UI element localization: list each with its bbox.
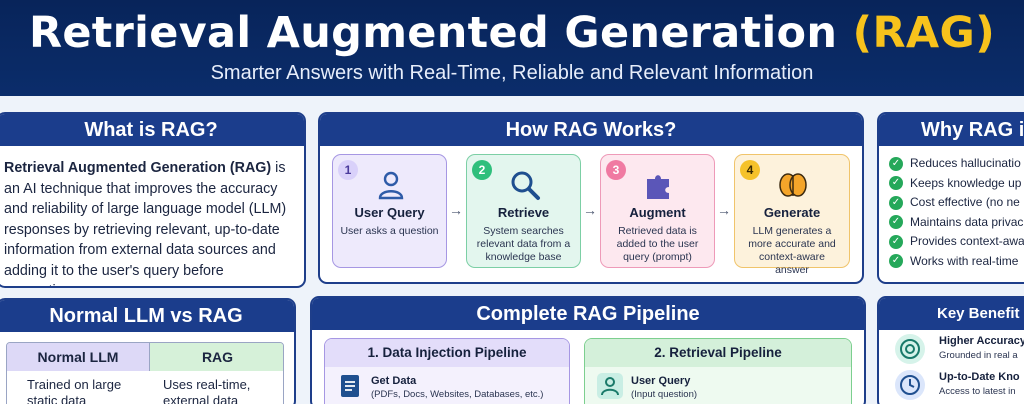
arrow-icon: → bbox=[717, 202, 731, 218]
puzzle-icon bbox=[647, 175, 669, 199]
arrow-icon: → bbox=[449, 202, 463, 218]
clock-icon bbox=[895, 370, 925, 400]
title-accent: (RAG) bbox=[852, 8, 996, 58]
target-icon bbox=[895, 334, 925, 364]
how-rag-works-card: How RAG Works? 1 User Query User asks a … bbox=[318, 112, 864, 284]
rag-pipeline-card: Complete RAG Pipeline 1. Data Injection … bbox=[310, 296, 866, 404]
get-data-sub: (PDFs, Docs, Websites, Databases, etc.) bbox=[371, 389, 544, 400]
magnifier-icon bbox=[511, 171, 540, 200]
check-icon: ✓ bbox=[889, 215, 903, 230]
step-generate: 4 Generate LLM generates a more accurate… bbox=[734, 154, 850, 276]
benefit-item: Up-to-Date Kno Access to latest in bbox=[891, 370, 1024, 404]
key-benefits-title: Key Benefit bbox=[879, 298, 1024, 330]
benefit-title: Up-to-Date Kno bbox=[939, 371, 1020, 383]
list-item: ✓Cost effective (no ne bbox=[889, 193, 1024, 213]
what-is-rag-title: What is RAG? bbox=[0, 114, 304, 146]
what-is-rag-text: Retrieval Augmented Generation (RAG) is … bbox=[0, 146, 304, 286]
step-title: Generate bbox=[763, 205, 821, 220]
step-user-query: 1 User Query User asks a question bbox=[332, 154, 447, 268]
rag-steps: 1 User Query User asks a question → 2 Re… bbox=[332, 154, 852, 276]
document-icon bbox=[341, 375, 359, 397]
normal-vs-rag-title: Normal LLM vs RAG bbox=[0, 300, 294, 332]
why-rag-title: Why RAG is bbox=[879, 114, 1024, 146]
why-rag-card: Why RAG is ✓Reduces hallucinatio ✓Keeps … bbox=[877, 112, 1024, 284]
step-desc: LLM generates a more accurate and contex… bbox=[748, 225, 836, 276]
benefit-sub: Access to latest in bbox=[939, 386, 1016, 397]
check-icon: ✓ bbox=[889, 254, 903, 269]
page-title: Retrieval Augmented Generation (RAG) bbox=[0, 8, 1024, 58]
rag-term: Retrieval Augmented Generation (RAG) bbox=[4, 160, 272, 176]
retrieval-title: 2. Retrieval Pipeline bbox=[585, 339, 851, 367]
why-rag-list: ✓Reduces hallucinatio ✓Keeps knowledge u… bbox=[879, 146, 1024, 271]
list-item: ✓Maintains data privac bbox=[889, 213, 1024, 233]
user-query-sub: (Input question) bbox=[631, 389, 698, 400]
benefit-title: Higher Accuracy bbox=[939, 335, 1024, 347]
check-icon: ✓ bbox=[889, 176, 903, 191]
list-item: ✓Keeps knowledge up bbox=[889, 174, 1024, 194]
check-icon: ✓ bbox=[889, 234, 903, 249]
step-title: Augment bbox=[629, 205, 686, 220]
get-data-title: Get Data bbox=[371, 375, 417, 387]
step-number: 4 bbox=[740, 160, 760, 180]
benefit-sub: Grounded in real a bbox=[939, 350, 1018, 361]
step-retrieve: 2 Retrieve System searches relevant data… bbox=[466, 154, 581, 268]
page-header: Retrieval Augmented Generation (RAG) Sma… bbox=[0, 0, 1024, 96]
title-main: Retrieval Augmented Generation bbox=[28, 8, 838, 58]
arrow-icon: → bbox=[583, 202, 597, 218]
page-subtitle: Smarter Answers with Real-Time, Reliable… bbox=[210, 62, 814, 84]
retrieval-pipeline: 2. Retrieval Pipeline User Query (Input … bbox=[584, 338, 852, 404]
data-injection-pipeline: 1. Data Injection Pipeline Get Data (PDF… bbox=[324, 338, 570, 404]
step-title: Retrieve bbox=[497, 205, 550, 220]
list-item: ✓Works with real-time bbox=[889, 252, 1024, 272]
check-icon: ✓ bbox=[889, 195, 903, 210]
list-item: ✓Reduces hallucinatio bbox=[889, 154, 1024, 174]
step-number: 2 bbox=[472, 160, 492, 180]
step-title: User Query bbox=[354, 205, 425, 220]
step-desc: System searches relevant data from a kno… bbox=[476, 225, 571, 263]
key-benefits-card: Key Benefit Higher Accuracy Grounded in … bbox=[877, 296, 1024, 404]
step-desc: User asks a question bbox=[340, 225, 439, 237]
rag-pipeline-title: Complete RAG Pipeline bbox=[312, 298, 864, 330]
list-item: ✓Provides context-awa bbox=[889, 232, 1024, 252]
how-rag-works-title: How RAG Works? bbox=[320, 114, 862, 146]
col-header-normal: Normal LLM bbox=[7, 343, 149, 371]
col-header-rag: RAG bbox=[149, 343, 283, 371]
step-augment: 3 Augment Retrieved data is added to the… bbox=[600, 154, 715, 268]
user-icon bbox=[597, 373, 623, 399]
what-is-rag-card: What is RAG? Retrieval Augmented Generat… bbox=[0, 112, 306, 288]
user-icon bbox=[378, 171, 404, 200]
comparison-table: Normal LLM RAG Trained on large static d… bbox=[6, 342, 284, 404]
user-query-title: User Query bbox=[631, 375, 691, 387]
rag-definition: is an AI technique that improves the acc… bbox=[4, 160, 287, 286]
normal-vs-rag-card: Normal LLM vs RAG Normal LLM RAG Trained… bbox=[0, 298, 296, 404]
brain-icon bbox=[779, 173, 807, 197]
step-number: 3 bbox=[606, 160, 626, 180]
step-number: 1 bbox=[338, 160, 358, 180]
benefit-item: Higher Accuracy Grounded in real a bbox=[891, 334, 1024, 368]
cell-rag: Uses real-time, external data bbox=[163, 377, 251, 404]
check-icon: ✓ bbox=[889, 156, 903, 171]
step-desc: Retrieved data is added to the user quer… bbox=[616, 225, 699, 263]
injection-title: 1. Data Injection Pipeline bbox=[325, 339, 569, 367]
cell-normal: Trained on large static data bbox=[27, 377, 122, 404]
